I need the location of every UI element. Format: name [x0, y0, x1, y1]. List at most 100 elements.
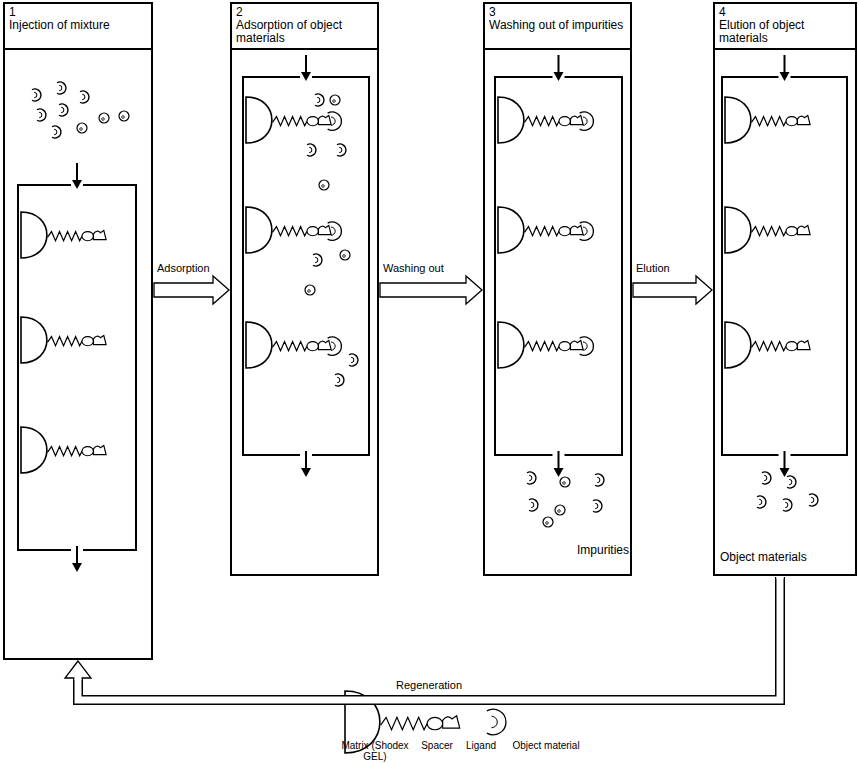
- impurity: [555, 505, 565, 515]
- step-title: Elution of object materials: [719, 19, 851, 45]
- object-material: [529, 499, 538, 511]
- object-material: [580, 337, 594, 355]
- object-material: [580, 222, 594, 240]
- ligand: [797, 225, 810, 234]
- step-title: Washing out of impurities: [489, 19, 626, 32]
- impurity-dot: [343, 255, 346, 258]
- step-number: 4: [719, 6, 851, 19]
- impurity-dot: [308, 290, 311, 293]
- object-material-pocket: [339, 147, 342, 152]
- ligand: [797, 340, 810, 349]
- spacer: [47, 232, 81, 241]
- object-material: [335, 374, 344, 386]
- object-material-pocket: [317, 97, 320, 102]
- step-number: 3: [489, 6, 626, 19]
- flow-arrow-head: [72, 563, 82, 572]
- object-material-pocket: [82, 94, 85, 99]
- object-material-pocket: [34, 92, 37, 97]
- flow-arrow: [784, 55, 786, 74]
- flow-arrow-head: [780, 72, 790, 81]
- object-material: [315, 94, 324, 106]
- hollow-arrow: [154, 276, 229, 304]
- object-material-pocket: [331, 227, 335, 235]
- ligand: [797, 115, 810, 124]
- impurity: [543, 517, 553, 527]
- step-number: 1: [9, 6, 147, 19]
- flow-arrow-head: [301, 468, 311, 477]
- spacer: [272, 227, 307, 236]
- matrix: [498, 97, 524, 143]
- object-material-pocket: [789, 479, 792, 484]
- object-material-pocket: [315, 257, 318, 262]
- stage-panel: 2Adsorption of object materials: [230, 2, 379, 576]
- impurity: [319, 180, 329, 190]
- object-material: [37, 109, 46, 121]
- object-material-pocket: [331, 342, 335, 350]
- object-material-pocket: [583, 117, 587, 125]
- object-material-pocket: [337, 377, 340, 382]
- matrix: [246, 207, 272, 253]
- object-material: [307, 144, 316, 156]
- ligand: [93, 335, 106, 344]
- spacer: [751, 342, 786, 351]
- step-title: Injection of mixture: [9, 19, 147, 32]
- object-material-pocket: [39, 112, 42, 117]
- object-material: [757, 496, 766, 508]
- hollow-arrow: [65, 575, 784, 700]
- spacer: [524, 342, 559, 351]
- arrow-outline: [78, 577, 780, 700]
- object-material-pocket: [583, 227, 587, 235]
- object-material: [52, 126, 61, 138]
- ligand: [318, 115, 331, 124]
- matrix: [725, 97, 751, 143]
- object-material: [762, 472, 771, 484]
- ligand: [307, 117, 319, 126]
- object-material: [809, 494, 818, 506]
- object-material: [783, 499, 792, 511]
- ligand: [307, 227, 319, 236]
- impurity-dot: [558, 510, 561, 513]
- arrow-body: [380, 276, 482, 304]
- matrix: [725, 207, 751, 253]
- impurity-dot: [80, 128, 83, 131]
- object-material-pocket: [531, 502, 534, 507]
- object-material: [595, 474, 604, 486]
- arrow-head: [65, 661, 91, 678]
- ligand: [82, 232, 94, 241]
- object-material-pocket: [583, 342, 587, 350]
- flow-arrow: [558, 451, 560, 470]
- object-material: [349, 354, 358, 366]
- column: [18, 185, 136, 550]
- object-material-pocket: [785, 502, 788, 507]
- flow-arrow-head: [72, 180, 82, 189]
- object-material-pocket: [764, 475, 767, 480]
- output-label: Object materials: [720, 551, 807, 564]
- flow-arrow: [558, 55, 560, 74]
- object-material: [328, 222, 342, 240]
- spacer: [751, 227, 786, 236]
- flow-arrow-head: [554, 72, 564, 81]
- object-material: [59, 104, 68, 116]
- ligand: [318, 225, 331, 234]
- impurity: [99, 113, 109, 123]
- column: [243, 77, 369, 455]
- object-material-pocket: [597, 477, 600, 482]
- matrix: [725, 322, 751, 368]
- ligand: [559, 342, 571, 351]
- ligand: [93, 445, 106, 454]
- ligand: [786, 342, 798, 351]
- ligand: [427, 717, 443, 729]
- object-material: [337, 144, 346, 156]
- part-name: Object material: [501, 740, 591, 751]
- ligand: [559, 227, 571, 236]
- object-material-pocket: [595, 503, 598, 508]
- spacer: [524, 117, 559, 126]
- impurity: [305, 285, 315, 295]
- matrix: [21, 212, 47, 258]
- ligand: [786, 117, 798, 126]
- panel-header: 4Elution of object materials: [715, 4, 855, 50]
- flow-arrow: [784, 451, 786, 470]
- matrix: [498, 207, 524, 253]
- flow-arrow: [76, 546, 78, 565]
